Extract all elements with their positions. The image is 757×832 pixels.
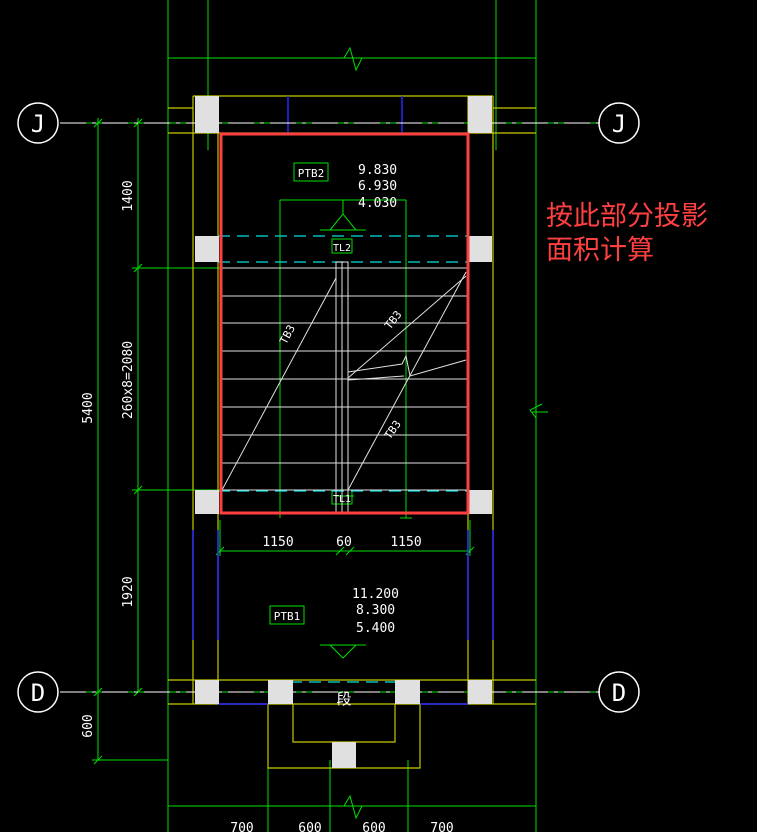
platform-top-level: 6.930 [358,179,397,194]
column [468,96,492,133]
stair-label: TB3 [382,308,404,332]
dim-bottom-seg: 700 [430,821,453,832]
column [195,236,219,262]
axis-bubble-d-left [17,671,59,713]
dim-width-mid: 60 [336,535,352,550]
axis-bubble-j-left [17,102,59,144]
dim-left-seg-1: 1400 [121,180,136,211]
projection-note-line-2: 面积计算 [546,235,654,266]
platform-bottom-level: 8.300 [356,603,395,618]
dim-left-bottom: 600 [81,714,96,737]
column [468,680,492,704]
column [195,490,219,514]
dim-width-right: 1150 [390,535,421,550]
dim-left-seg-2: 260x8=2080 [121,341,136,419]
platform-top-level: 9.830 [358,163,397,178]
door-label: 段 [336,690,351,708]
dim-left-total: 5400 [81,392,96,423]
projection-note: 按此部分投影 面积计算 [546,200,708,268]
windows [192,96,494,705]
platform-top-name: PTB2 [298,167,325,180]
column [395,680,420,704]
dim-bottom-seg: 600 [362,821,385,832]
axis-label-d-left: D [31,679,45,707]
dim-bottom-seg: 700 [230,821,253,832]
beam-label-lower: TL1 [333,494,351,505]
columns [195,96,492,768]
dim-bottom-seg: 600 [298,821,321,832]
platform-bottom-level: 11.200 [352,587,399,602]
axis-label-j-left: J [31,110,45,138]
axis-label-j-right: J [612,110,626,138]
beam-label-upper: TL2 [333,243,351,254]
axis-label-d-right: D [612,679,626,707]
column [468,490,492,514]
projection-note-line-1: 按此部分投影 [546,201,708,232]
dim-width-left: 1150 [262,535,293,550]
projection-area-outline [219,132,470,515]
column [195,96,219,133]
treads [220,261,468,513]
dimension-lines [60,0,600,832]
column [268,680,293,704]
cyan-dash-lines [218,235,468,683]
column [195,680,219,704]
platform-bottom-level: 5.400 [356,621,395,636]
dim-left-seg-3: 1920 [121,576,136,607]
platform-bottom-name: PTB1 [274,610,301,623]
platform-top-level: 4.030 [358,196,397,211]
column [332,742,356,768]
axis-center-lines [60,122,600,693]
labels: J J D D PTB2 9.830 6.930 4.030 PTB1 11.2… [31,110,626,832]
column [468,236,492,262]
walls [168,95,536,769]
